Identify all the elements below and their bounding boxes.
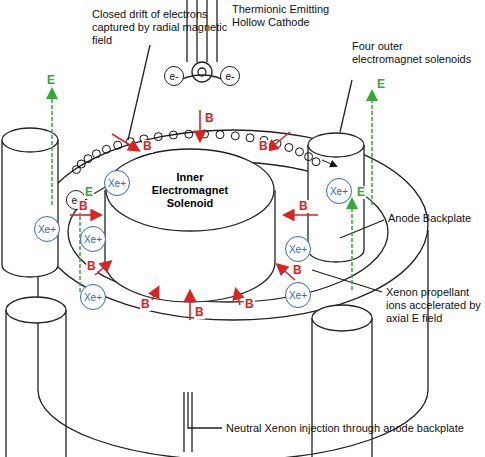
drift-loop bbox=[84, 155, 92, 163]
particle-label: Xe+ bbox=[289, 290, 307, 301]
cathode-label: Thermionic Emitting Hollow Cathode bbox=[232, 3, 342, 29]
injection-label: Neutral Xenon injection through anode ba… bbox=[226, 422, 476, 435]
particle-label: Xe+ bbox=[108, 178, 126, 189]
drift-loop bbox=[296, 148, 304, 156]
ion-circle: Xe+ bbox=[285, 236, 311, 262]
particle-label: Xe+ bbox=[84, 292, 102, 303]
field-label: E bbox=[84, 186, 94, 199]
solenoid-label: Inner Electromagnet Solenoid bbox=[150, 171, 230, 210]
drift-loop bbox=[201, 130, 209, 138]
field-label: B bbox=[86, 260, 97, 273]
ion-circle: Xe+ bbox=[285, 282, 311, 308]
particle-label: e- bbox=[170, 71, 179, 82]
drift-loop bbox=[185, 130, 193, 138]
solenoid-top: Inner Electromagnet Solenoid bbox=[105, 148, 275, 232]
drift-loop bbox=[114, 141, 122, 149]
particle-label: Xe+ bbox=[38, 224, 56, 235]
anode-label: Anode Backplate bbox=[388, 212, 478, 225]
electron-circle: e- bbox=[164, 66, 184, 86]
particle-label: Xe+ bbox=[330, 186, 348, 197]
field-label: B bbox=[244, 298, 255, 311]
ion-circle: Xe+ bbox=[104, 170, 130, 196]
drift-loop bbox=[231, 132, 239, 140]
field-label: E bbox=[46, 74, 56, 87]
field-label: B bbox=[298, 200, 309, 213]
field-label: B bbox=[258, 140, 269, 153]
field-label: E bbox=[356, 186, 366, 199]
field-label: B bbox=[292, 264, 303, 277]
solenoid-label: Four outer electromagnet solenoids bbox=[352, 40, 472, 66]
drift-loop bbox=[102, 145, 110, 153]
ion-circle: Xe+ bbox=[34, 216, 60, 242]
particle-label: Xe+ bbox=[289, 244, 307, 255]
drift-loop bbox=[285, 144, 293, 152]
field-label: B bbox=[78, 200, 89, 213]
field-label: B bbox=[204, 112, 215, 125]
electron-circle: e- bbox=[220, 66, 240, 86]
drift-loop bbox=[305, 153, 313, 161]
particle-label: Xe+ bbox=[84, 234, 102, 245]
drift-loop bbox=[312, 158, 320, 166]
field-label: E bbox=[376, 78, 386, 91]
drift-loop bbox=[92, 150, 100, 158]
drift-loop bbox=[154, 133, 162, 141]
drift-loop bbox=[216, 131, 224, 139]
ion-circle: Xe+ bbox=[80, 226, 106, 252]
ion-label: Xenon propellant ions accelerated by axi… bbox=[386, 286, 482, 325]
ion-circle: Xe+ bbox=[80, 284, 106, 310]
particle-label: e- bbox=[226, 71, 235, 82]
drift-loop bbox=[169, 131, 177, 139]
drift-loop bbox=[246, 134, 254, 142]
drift-loop bbox=[77, 160, 85, 168]
field-label: B bbox=[142, 140, 153, 153]
field-label: B bbox=[194, 306, 205, 319]
drift-label: Closed drift of electrons captured by ra… bbox=[92, 8, 242, 47]
ion-circle: Xe+ bbox=[326, 178, 352, 204]
field-label: B bbox=[140, 298, 151, 311]
